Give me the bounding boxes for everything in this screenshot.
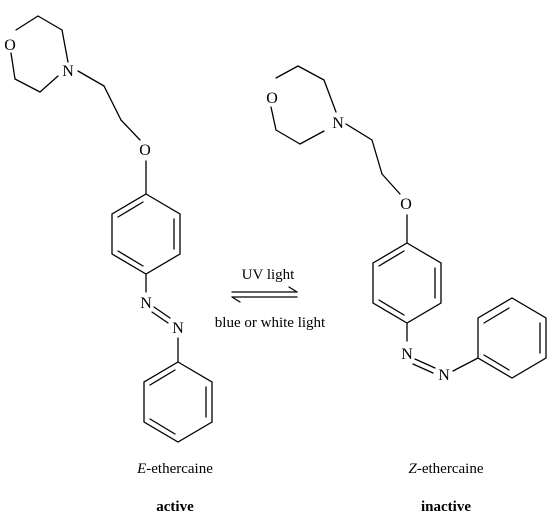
e-morpholine-ring: O N <box>4 15 74 93</box>
uv-light-label: UV light <box>242 267 295 283</box>
z-azo-group: N N <box>401 322 479 384</box>
e-nitrogen: N <box>62 63 74 80</box>
e-azo-group: N N <box>140 273 184 363</box>
e-azo-nitrogen-1: N <box>140 295 152 312</box>
e-ethyl-linker: O <box>77 70 151 195</box>
z-ethercaine-structure: O N O N N <box>266 65 547 384</box>
e-phenylene-ring <box>111 193 181 275</box>
blue-white-light-label: blue or white light <box>215 315 326 331</box>
z-nitrogen: N <box>332 115 344 132</box>
z-phenyl-ring <box>477 297 547 379</box>
z-azo-nitrogen-1: N <box>401 346 413 363</box>
z-ethercaine-caption: Z-ethercaine <box>409 461 484 477</box>
e-ether-oxygen: O <box>139 142 151 159</box>
e-ethercaine-caption: E-ethercaine <box>136 461 213 477</box>
e-azo-nitrogen-2: N <box>172 320 184 337</box>
z-ethyl-linker: O <box>345 123 412 244</box>
e-ethercaine-structure: O N O N N <box>4 15 213 443</box>
z-ether-oxygen: O <box>400 196 412 213</box>
z-morpholine-ring: O N <box>266 65 344 145</box>
z-phenylene-ring <box>372 242 442 324</box>
e-oxygen-ring: O <box>4 37 16 54</box>
z-azo-nitrogen-2: N <box>438 367 450 384</box>
e-phenyl-ring <box>143 361 213 443</box>
z-oxygen-ring: O <box>266 90 278 107</box>
equilibrium-arrows: UV light blue or white light <box>215 267 326 331</box>
z-activity-label: inactive <box>421 499 471 515</box>
z-isomer-prefix: Z <box>409 461 418 477</box>
z-compound-name: -ethercaine <box>417 461 484 477</box>
e-compound-name: -ethercaine <box>146 461 213 477</box>
e-activity-label: active <box>156 499 194 515</box>
e-isomer-prefix: E <box>136 461 146 477</box>
